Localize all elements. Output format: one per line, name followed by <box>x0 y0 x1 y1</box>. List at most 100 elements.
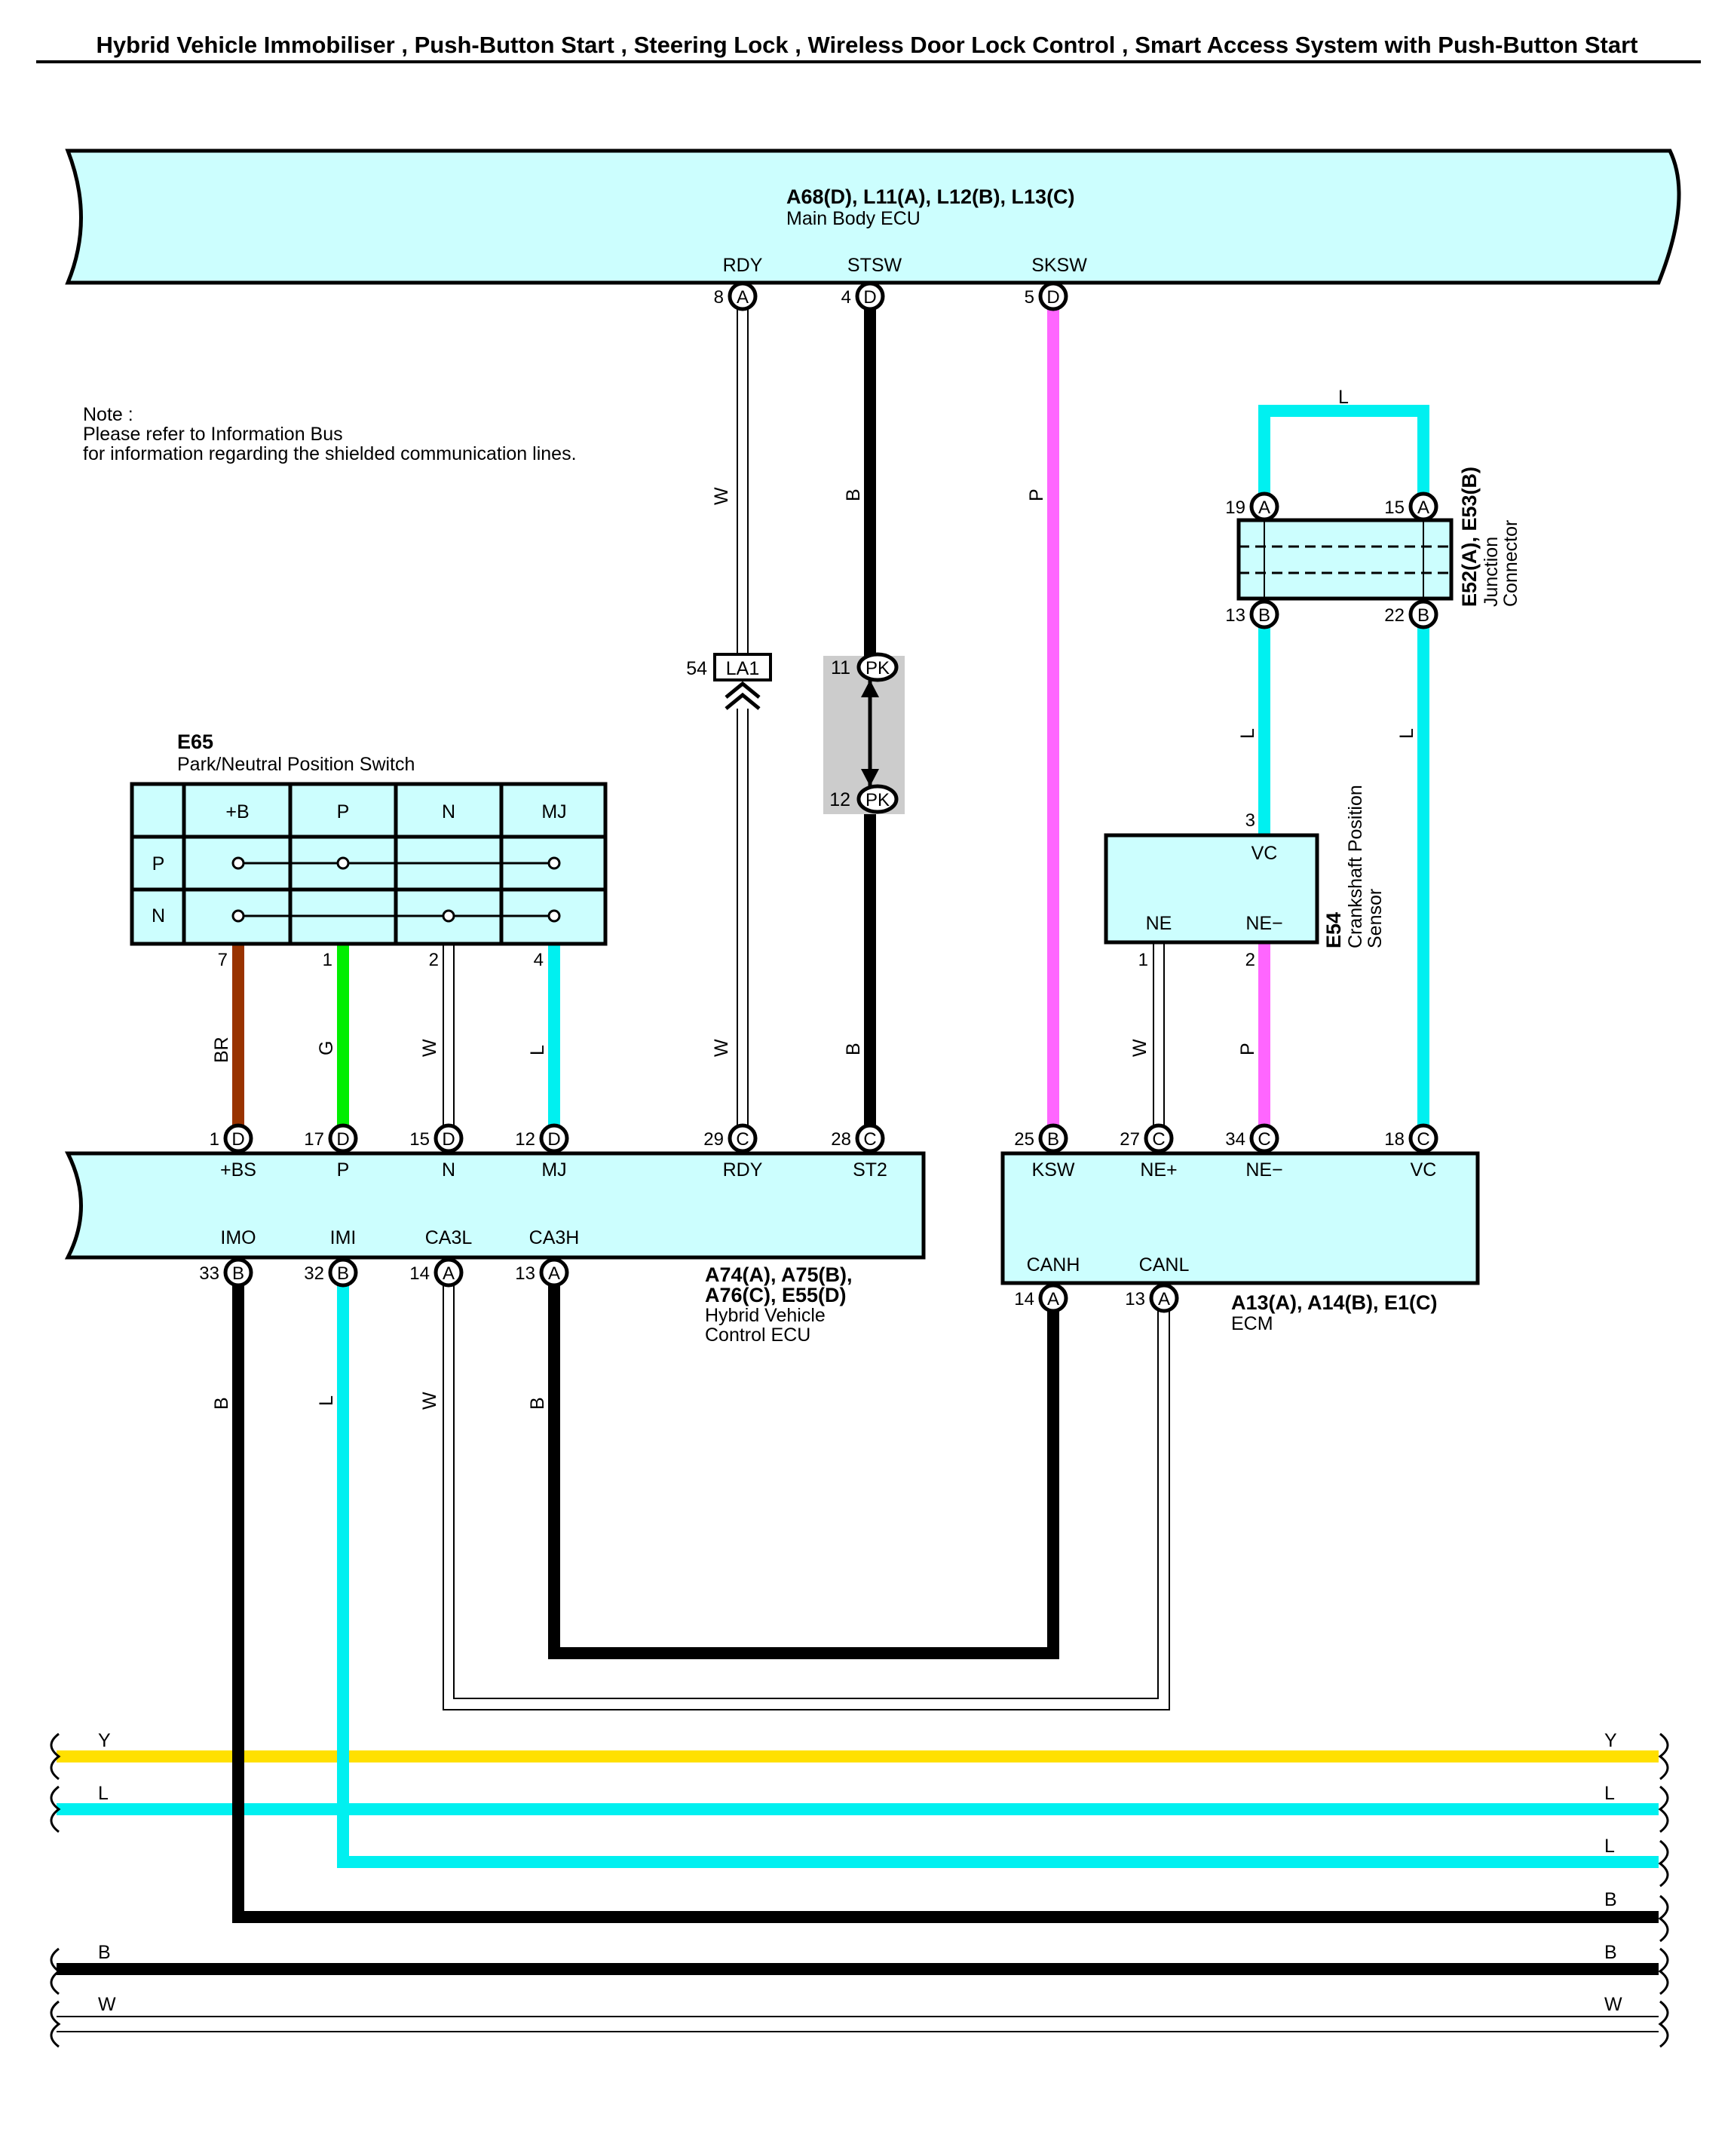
hv-terminal-imi: IMI <box>330 1227 357 1248</box>
pin-num: 12 <box>515 1129 535 1150</box>
pin-stsw-main: D 4 <box>841 281 885 311</box>
pin-sksw-main: D 5 <box>1025 281 1068 311</box>
pin-num: 29 <box>703 1129 724 1150</box>
hv-pin-33: B 33 <box>199 1257 253 1288</box>
hv-pin-12: D 12 <box>515 1123 569 1153</box>
wire-label-ca3h: B <box>527 1397 548 1410</box>
pin-conn: A <box>737 287 749 308</box>
switch-col-mj: MJ <box>541 801 566 822</box>
bus-y-right: Y <box>1604 1730 1617 1751</box>
wire-label-rdy-upper: W <box>711 487 732 505</box>
pin-num: 13 <box>1225 605 1245 626</box>
sensor-terminal-neminus: NE− <box>1245 913 1282 934</box>
switch-row-p: P <box>152 853 165 874</box>
junction-pin-13: B 13 <box>1225 599 1279 629</box>
pin-conn: C <box>1152 1129 1165 1150</box>
pin-num: 33 <box>199 1263 219 1284</box>
hv-terminal-ca3l: CA3L <box>425 1227 473 1248</box>
hv-terminal-rdy: RDY <box>723 1159 763 1181</box>
junction-name-1: Junction <box>1481 537 1502 607</box>
bus-w-right: W <box>1604 1994 1622 2015</box>
bus-b1-right: B <box>1604 1889 1617 1910</box>
sensor-pin-2: 2 <box>1245 950 1255 970</box>
note-heading: Note : <box>83 404 133 425</box>
junction-top-wire-label: L <box>1338 387 1349 408</box>
pin-conn: A <box>1258 498 1270 518</box>
hv-name-2: Control ECU <box>705 1325 810 1346</box>
pin-num: 13 <box>1125 1289 1145 1309</box>
switch-col-p: P <box>337 801 350 822</box>
wire-label-sksw: P <box>1026 488 1047 501</box>
pk-bottom-label: PK <box>865 790 890 810</box>
pin-conn: A <box>548 1263 560 1284</box>
wire-label-rdy-lower: W <box>711 1039 732 1057</box>
junction-pin-19: A 19 <box>1225 492 1279 522</box>
switch-pin-2: 2 <box>429 950 439 970</box>
junction-pin-22: B 22 <box>1384 599 1438 629</box>
pin-conn: C <box>863 1129 876 1150</box>
terminal-stsw: STSW <box>847 255 902 276</box>
main-body-ecu-name: Main Body ECU <box>786 208 921 229</box>
hv-pin-17: D 17 <box>304 1123 358 1153</box>
pin-conn: A <box>1047 1289 1059 1309</box>
pin-num: 13 <box>515 1263 535 1284</box>
ecm-pin-18: C 18 <box>1384 1123 1438 1153</box>
crankshaft-sensor-box <box>1104 833 1319 945</box>
bus-b2-right: B <box>1604 1942 1617 1963</box>
hv-pin-29: C 29 <box>703 1123 758 1153</box>
pin-conn: A <box>443 1263 455 1284</box>
hv-terminal-n: N <box>442 1159 455 1181</box>
switch-row-n: N <box>152 905 165 926</box>
bus-w-left: W <box>98 1994 116 2015</box>
pin-num: 17 <box>304 1129 324 1150</box>
pin-conn: D <box>863 287 876 308</box>
main-body-ecu-box <box>65 149 1681 285</box>
sensor-name-1: Crankshaft Position <box>1345 785 1366 948</box>
sensor-code: E54 <box>1322 912 1345 948</box>
sensor-pin-1: 1 <box>1138 950 1148 970</box>
ecm-terminal-canh: CANH <box>1027 1254 1080 1276</box>
junction-code: E52(A), E53(B) <box>1458 467 1481 607</box>
pk-top-label: PK <box>865 658 890 678</box>
ecm-terminal-neplus: NE+ <box>1140 1159 1177 1181</box>
hv-pin-32: B 32 <box>304 1257 358 1288</box>
pin-rdy-main: A 8 <box>714 281 758 311</box>
pin-conn: B <box>232 1263 244 1284</box>
switch-pin-4: 4 <box>534 950 544 970</box>
switch-pin-1: 1 <box>323 950 332 970</box>
pin-num: 32 <box>304 1263 324 1284</box>
sensor-pin-3: 3 <box>1245 810 1255 831</box>
terminal-sksw: SKSW <box>1031 255 1087 276</box>
ecm-pin-34: C 34 <box>1225 1123 1279 1153</box>
pin-num: 27 <box>1120 1129 1140 1150</box>
pin-num: 34 <box>1225 1129 1245 1150</box>
pin-conn: C <box>736 1129 749 1150</box>
sensor-terminal-ne: NE <box>1146 913 1172 934</box>
ecm-name: ECM <box>1231 1313 1273 1334</box>
pin-num: 8 <box>714 287 724 308</box>
ecm-pin-27: C 27 <box>1120 1123 1174 1153</box>
bus-l1-right: L <box>1604 1783 1615 1804</box>
ecm-terminal-ksw: KSW <box>1032 1159 1075 1181</box>
switch-pin-7: 7 <box>218 950 228 970</box>
pin-conn: D <box>1046 287 1059 308</box>
pin-conn: C <box>1258 1129 1270 1150</box>
wire-label-junction-left: L <box>1237 728 1258 739</box>
bus-l1-left: L <box>98 1783 109 1804</box>
hv-terminal-bs: +BS <box>220 1159 256 1181</box>
wire-label-ne-plus: W <box>1129 1039 1150 1057</box>
wire-label-imo: B <box>211 1397 232 1410</box>
pin-num: 4 <box>841 287 851 308</box>
hv-pin-15: D 15 <box>409 1123 464 1153</box>
pin-conn: B <box>337 1263 349 1284</box>
switch-code: E65 <box>177 730 213 753</box>
pin-conn: D <box>231 1129 244 1150</box>
pin-num: 15 <box>409 1129 430 1150</box>
ecm-pin-25: B 25 <box>1014 1123 1068 1153</box>
hv-terminal-imo: IMO <box>220 1227 256 1248</box>
junction-name-2: Connector <box>1500 520 1521 607</box>
switch-col-b: +B <box>225 801 249 822</box>
pin-num: 15 <box>1384 498 1405 518</box>
pin-num: 19 <box>1225 498 1245 518</box>
